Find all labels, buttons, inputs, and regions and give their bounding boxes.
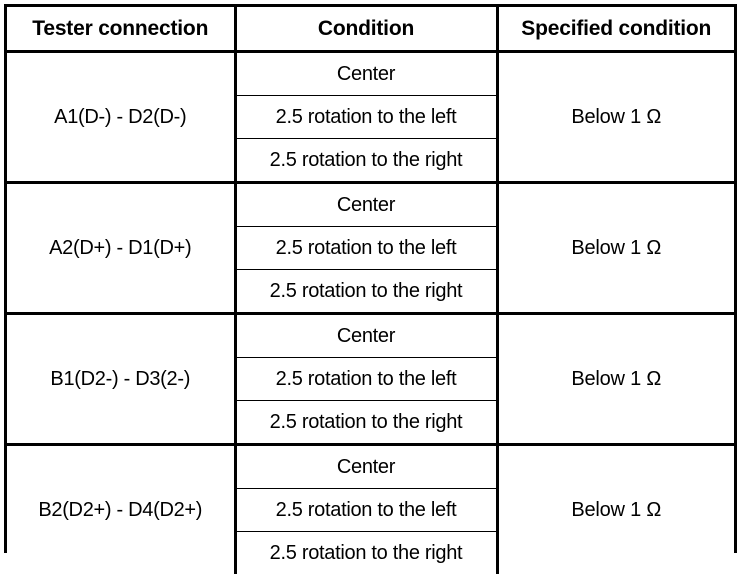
cell-condition: 2.5 rotation to the left xyxy=(235,489,497,532)
cell-specified-condition: Below 1 Ω xyxy=(497,445,734,574)
table-body: A1(D-) - D2(D-) Center Below 1 Ω 2.5 rot… xyxy=(7,52,734,574)
cell-condition: Center xyxy=(235,314,497,358)
cell-specified-condition: Below 1 Ω xyxy=(497,314,734,445)
cell-condition: 2.5 rotation to the right xyxy=(235,401,497,445)
cell-condition: Center xyxy=(235,445,497,489)
cell-condition: 2.5 rotation to the left xyxy=(235,227,497,270)
cell-tester-connection: B2(D2+) - D4(D2+) xyxy=(7,445,235,574)
column-header-condition: Condition xyxy=(235,7,497,52)
cell-condition: 2.5 rotation to the right xyxy=(235,270,497,314)
cell-tester-connection: A1(D-) - D2(D-) xyxy=(7,52,235,183)
cell-condition: 2.5 rotation to the right xyxy=(235,139,497,183)
header-row: Tester connection Condition Specified co… xyxy=(7,7,734,52)
cell-condition: 2.5 rotation to the left xyxy=(235,96,497,139)
cell-condition: Center xyxy=(235,52,497,96)
column-header-tester-connection: Tester connection xyxy=(7,7,235,52)
table-row: A1(D-) - D2(D-) Center Below 1 Ω xyxy=(7,52,734,96)
table-row: B2(D2+) - D4(D2+) Center Below 1 Ω xyxy=(7,445,734,489)
spec-table-container: Tester connection Condition Specified co… xyxy=(4,4,737,553)
table-header: Tester connection Condition Specified co… xyxy=(7,7,734,52)
cell-specified-condition: Below 1 Ω xyxy=(497,52,734,183)
specification-table: Tester connection Condition Specified co… xyxy=(7,7,734,574)
cell-tester-connection: A2(D+) - D1(D+) xyxy=(7,183,235,314)
cell-specified-condition: Below 1 Ω xyxy=(497,183,734,314)
cell-condition: 2.5 rotation to the left xyxy=(235,358,497,401)
table-row: A2(D+) - D1(D+) Center Below 1 Ω xyxy=(7,183,734,227)
cell-condition: Center xyxy=(235,183,497,227)
cell-condition: 2.5 rotation to the right xyxy=(235,532,497,574)
table-row: B1(D2-) - D3(2-) Center Below 1 Ω xyxy=(7,314,734,358)
column-header-specified-condition: Specified condition xyxy=(497,7,734,52)
cell-tester-connection: B1(D2-) - D3(2-) xyxy=(7,314,235,445)
